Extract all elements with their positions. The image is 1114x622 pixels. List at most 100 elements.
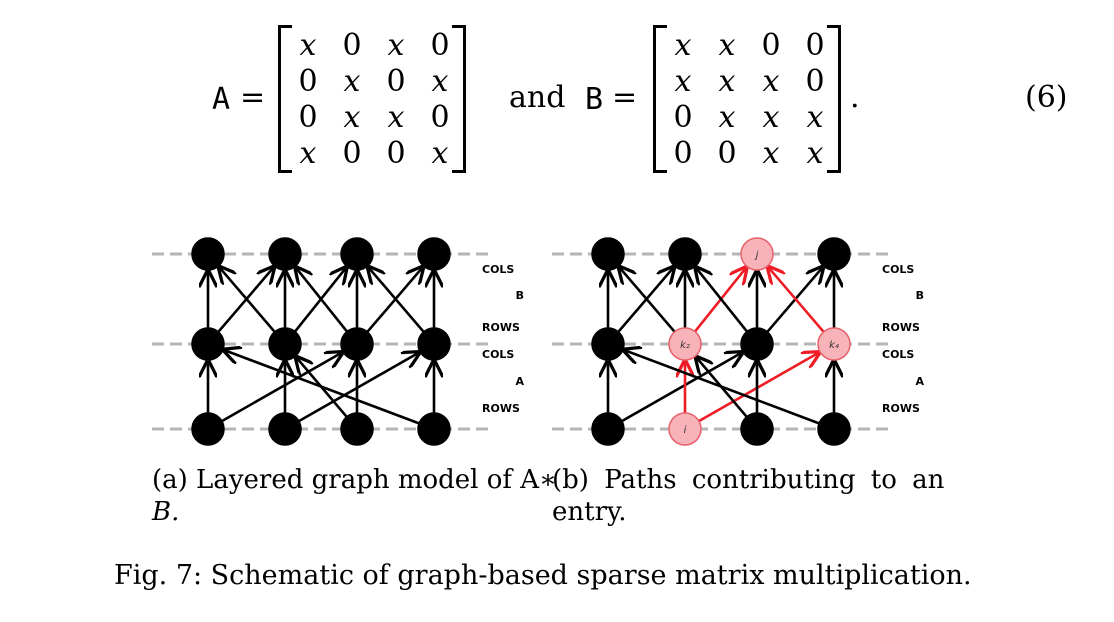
matrix-b-cell-r4-c1: 0 <box>673 136 693 171</box>
graph-a-edge-b-r2-c1 <box>219 267 276 333</box>
matrix-b-cell-r4-c2: 0 <box>717 136 737 171</box>
graph-b-edge-b-r2-c1 <box>619 267 676 333</box>
graph-a-edge-a-r1-c3 <box>221 352 342 423</box>
graph-a-label-rows-a: ROWS <box>482 402 520 415</box>
graph-a-node-layer2-2 <box>268 327 302 361</box>
graph-a-label-a: A <box>515 375 524 388</box>
matrix-a-cell-r3-c1: 0 <box>298 100 318 135</box>
graph-a-edge-a-r4-c1 <box>224 350 420 425</box>
graph-a-node-layer3-4 <box>417 412 451 446</box>
matrix-b-left-bracket <box>653 25 667 173</box>
graph-a-node-layer2-1 <box>191 327 225 361</box>
subcaption-b: (b) Paths contributing to an entry. <box>552 464 944 528</box>
graph-b-edge-b-r4-c3 <box>768 267 825 333</box>
matrix-a-cell-r1-c2: 0 <box>342 28 362 63</box>
matrix-b-cell-r3-c3: x <box>762 100 780 135</box>
graph-a-node-layer3-3 <box>340 412 374 446</box>
matrix-b-name: B <box>585 82 604 117</box>
subcaption-b-line2: entry. <box>552 497 627 527</box>
matrix-a-cell-r1-c3: x <box>387 28 405 63</box>
subcaption-a: (a) Layered graph model of A∗ B. <box>152 464 557 528</box>
graph-b-edge-a-r4-c1 <box>624 350 820 425</box>
matrix-a-right-bracket <box>452 25 466 173</box>
matrix-a-cell-r1-c1: x <box>299 28 317 63</box>
subcaption-b-line1: (b) Paths contributing to an <box>552 465 945 495</box>
conjunction-and: and <box>509 80 566 115</box>
graph-b-edge-a-r2-c4 <box>698 352 819 423</box>
graph-b-label-cols-a: COLS <box>882 348 914 361</box>
matrix-a-name: A <box>212 82 231 117</box>
graph-b-node-layer2-4 <box>817 327 851 361</box>
graph-a-edge-b-r4-c3 <box>368 267 425 333</box>
graph-b-label-b: B <box>916 289 924 302</box>
graph-b-node-layer1-1 <box>591 237 625 271</box>
graph-b-node-layer3-2 <box>668 412 702 446</box>
graph-b-node-layer2-1 <box>591 327 625 361</box>
matrix-a-cell-r3-c2: x <box>343 100 361 135</box>
matrix-a-left-bracket <box>278 25 292 173</box>
graph-a-node-layer3-1 <box>191 412 225 446</box>
graph-a-node-layer1-4 <box>417 237 451 271</box>
matrix-a-cell-r4-c2: 0 <box>342 136 362 171</box>
graph-a-label-b: B <box>516 289 524 302</box>
graph-a-node-layer3-2 <box>268 412 302 446</box>
matrix-a-cell-r4-c3: 0 <box>386 136 406 171</box>
equals-sign-a: = <box>240 80 266 115</box>
graph-b-edge-a-r1-c3 <box>621 352 742 423</box>
matrix-b-cell-r2-c2: x <box>718 64 736 99</box>
graph-b-node-label-bottom: i <box>684 425 687 436</box>
matrix-a-cell-r1-c4: 0 <box>430 28 450 63</box>
graph-a-node-layer2-4 <box>417 327 451 361</box>
graph-b-label-rows-a: ROWS <box>882 402 920 415</box>
equation-period: . <box>850 80 860 115</box>
graph-a-node-layer1-3 <box>340 237 374 271</box>
graph-b-node-label-mid_1: k₂ <box>680 340 690 351</box>
matrix-b-right-bracket <box>827 25 841 173</box>
matrix-b-cell-r3-c1: 0 <box>673 100 693 135</box>
graph-b-node-layer3-1 <box>591 412 625 446</box>
matrix-b-cell-r2-c3: x <box>762 64 780 99</box>
subcaption-a-line2: B. <box>152 497 180 527</box>
figure-caption: Fig. 7: Schematic of graph-based sparse … <box>114 560 972 591</box>
matrix-b-cell-r4-c3: x <box>762 136 780 171</box>
matrix-b-cell-r3-c2: x <box>718 100 736 135</box>
graph-a-node-layer1-1 <box>191 237 225 271</box>
matrix-a-cell-r2-c3: 0 <box>386 64 406 99</box>
matrix-a-cell-r3-c4: 0 <box>430 100 450 135</box>
equation-number: (6) <box>1025 80 1068 115</box>
matrix-b-cell-r2-c4: 0 <box>805 64 825 99</box>
graph-a-edge-b-r3-c2 <box>296 267 349 333</box>
matrix-b-cell-r1-c3: 0 <box>761 28 781 63</box>
graph-a-node-layer2-3 <box>340 327 374 361</box>
matrix-a-cell-r2-c4: x <box>431 64 449 99</box>
graph-b-node-layer1-2 <box>668 237 702 271</box>
matrix-b-cell-r3-c4: x <box>806 100 824 135</box>
graph-b-node-layer3-4 <box>817 412 851 446</box>
equals-sign-b: = <box>612 80 638 115</box>
graph-b-label-a: A <box>915 375 924 388</box>
graph-b-label-rows-b: ROWS <box>882 321 920 334</box>
graph-a-label-rows-b: ROWS <box>482 321 520 334</box>
graph-b-node-layer2-3 <box>740 327 774 361</box>
graph-b-node-layer1-3 <box>740 237 774 271</box>
graph-b-node-label-mid_2: k₄ <box>829 340 839 351</box>
matrix-b-cell-r1-c2: x <box>718 28 736 63</box>
matrix-a-cell-r4-c1: x <box>299 136 317 171</box>
subcaption-a-line1: (a) Layered graph model of A∗ <box>152 465 557 495</box>
graph-a-edge-a-r2-c4 <box>298 352 419 423</box>
matrix-b-cell-r4-c4: x <box>806 136 824 171</box>
matrix-a-cell-r2-c2: x <box>343 64 361 99</box>
graph-a-label-cols-b: COLS <box>482 263 514 276</box>
matrix-a-cell-r2-c1: 0 <box>298 64 318 99</box>
graph-b-label-cols-b: COLS <box>882 263 914 276</box>
matrix-b-cell-r2-c1: x <box>674 64 692 99</box>
matrix-b-cell-r1-c4: 0 <box>805 28 825 63</box>
graph-a-node-layer1-2 <box>268 237 302 271</box>
graph-b-node-layer2-2 <box>668 327 702 361</box>
graph-a-label-cols-a: COLS <box>482 348 514 361</box>
